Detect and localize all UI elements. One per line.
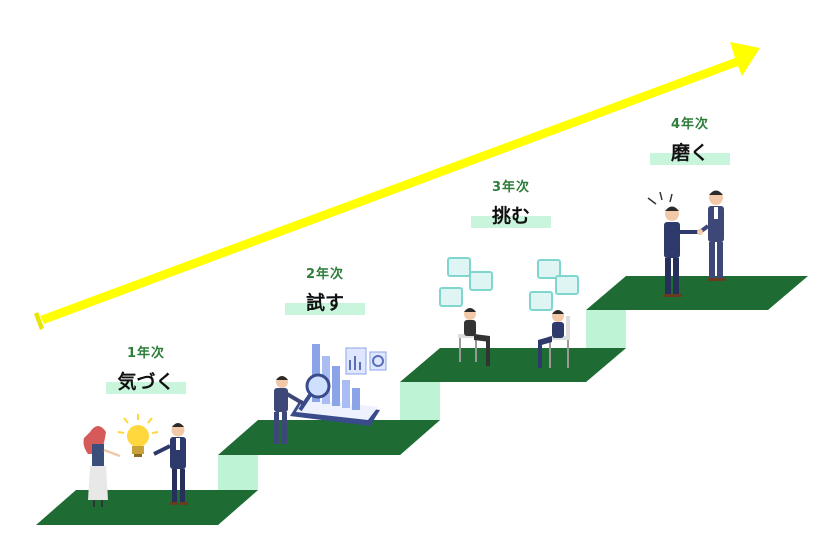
step-4-label: 4年次 磨く: [640, 113, 740, 165]
step-1-illustration: [83, 414, 188, 507]
step-1-verb: 気づく: [106, 367, 186, 394]
step-2-label: 2年次 試す: [275, 263, 375, 315]
step-2-verb: 試す: [285, 288, 365, 315]
lightbulb-icon: [117, 414, 159, 457]
speech-bubble-icon: [439, 257, 579, 311]
step-1-year: 1年次: [126, 346, 166, 361]
analyst-figure-icon: [274, 376, 306, 444]
growth-arrow-icon: [34, 42, 760, 330]
step-3: [400, 348, 626, 382]
step-4-illustration: [647, 190, 726, 297]
step-3-verb: 挑む: [471, 201, 551, 228]
seated-person-right-icon: [538, 310, 570, 368]
step-1-label: 1年次 気づく: [96, 342, 196, 394]
step-4-verb: 磨く: [650, 138, 730, 165]
step-2-year: 2年次: [305, 267, 345, 282]
step-1: [36, 490, 258, 525]
step-2: [218, 420, 440, 455]
step-4: [586, 276, 808, 310]
analytics-chart-icon: [290, 344, 387, 426]
step-4-year: 4年次: [670, 117, 710, 132]
woman-figure-icon: [83, 426, 121, 507]
step-3-illustration: [439, 257, 579, 368]
step-3-year: 3年次: [491, 180, 531, 195]
staircase: [36, 276, 808, 525]
man-figure-icon: [153, 423, 188, 505]
step-3-label: 3年次 挑む: [461, 176, 561, 228]
magnifier-icon: [298, 373, 331, 412]
seated-person-left-icon: [458, 308, 490, 366]
handshake-icon: [647, 190, 726, 297]
step-2-illustration: [274, 344, 387, 444]
